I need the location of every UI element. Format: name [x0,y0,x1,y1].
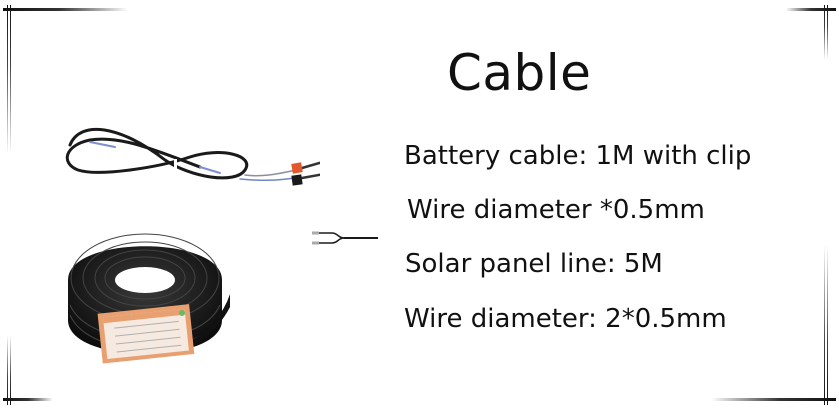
spec-wire-diameter-battery: Wire diameter *0.5mm [407,195,705,225]
frame-top-right-line [786,8,836,11]
frame-top-left-line [3,8,128,11]
spec-battery-cable: Battery cable: 1M with clip [404,141,752,171]
frame-left-top-line [7,5,11,155]
battery-cable-image [65,127,320,186]
frame-bottom-left-line [3,398,53,401]
spec-solar-panel-line: Solar panel line: 5M [405,249,663,279]
splitter-wire-image [312,231,378,245]
frame-right-top-line [824,5,828,60]
frame-bottom-right-line [711,398,836,401]
spec-wire-diameter-solar: Wire diameter: 2*0.5mm [404,304,727,334]
frame-left-bottom-line [7,335,11,405]
page-title: Cable [447,44,592,102]
frame-right-bottom-line [824,245,828,405]
cable-coil-image [68,233,230,364]
